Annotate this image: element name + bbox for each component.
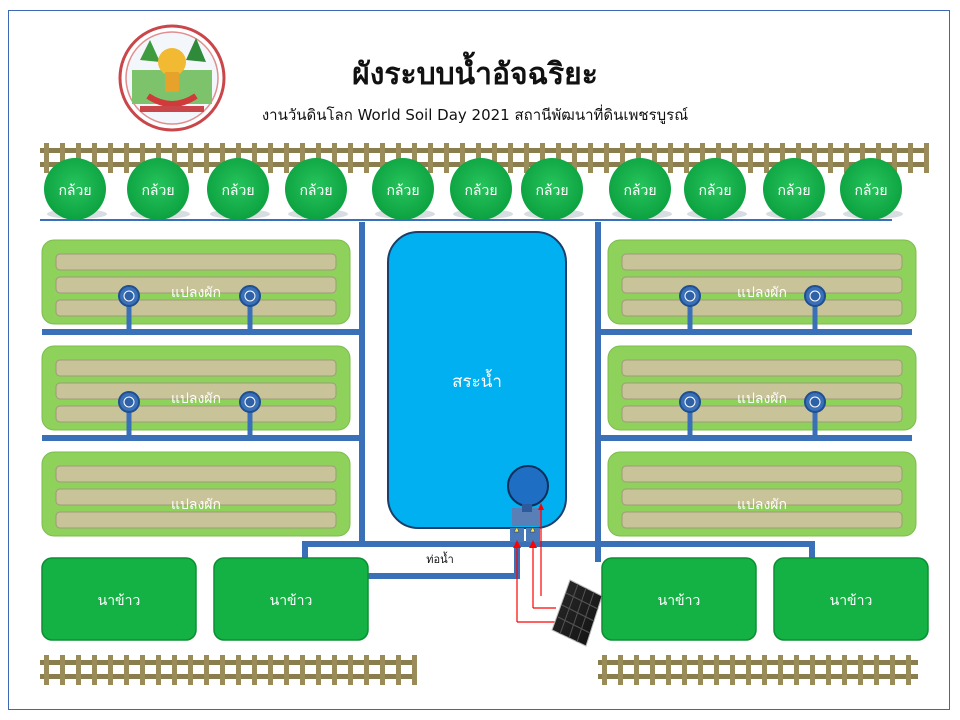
vegetable-plot-label: แปลงผัก [737,391,787,407]
valve-icon [239,391,261,438]
rice-field: นาข้าว [601,557,757,641]
banana-label: กล้วย [58,183,91,199]
rice-field-label: นาข้าว [98,593,141,609]
banana-tree: กล้วย [840,158,903,220]
banana-label: กล้วย [386,183,419,199]
banana-label: กล้วย [141,183,174,199]
pond: สระน้ำ [387,231,567,529]
vegetable-plot-label: แปลงผัก [737,497,787,513]
vegetable-plot-label: แปลงผัก [171,285,221,301]
wiring [510,503,556,623]
valve-icon [239,285,261,332]
banana-tree: กล้วย [763,158,826,220]
rice-field: นาข้าว [773,557,929,641]
banana-tree: กล้วย [450,158,513,220]
rice-field-label: นาข้าว [830,593,873,609]
banana-label: กล้วย [777,183,810,199]
logo-seal [118,24,226,132]
vegetable-plot-label: แปลงผัก [171,391,221,407]
bottom-left-fence [40,655,417,685]
rice-field: นาข้าว [213,557,369,641]
vegetable-plot: แปลงผัก [41,239,351,332]
rice-fields: นาข้าว นาข้าว นาข้าว นาข้าว [41,557,929,641]
valve-icon [118,285,140,332]
pipe-label: ท่อน้ำ [426,551,454,566]
banana-tree: กล้วย [127,158,190,220]
page-subtitle: งานวันดินโลก World Soil Day 2021 สถานีพั… [262,104,688,124]
vegetable-plot: แปลงผัก [607,345,917,438]
banana-tree: กล้วย [684,158,747,220]
banana-label: กล้วย [698,183,731,199]
rice-field-label: นาข้าว [658,593,701,609]
page-title: ผังระบบน้ำอัจฉริยะ [352,51,598,92]
banana-label: กล้วย [623,183,656,199]
rice-field-label: นาข้าว [270,593,313,609]
banana-label: กล้วย [854,183,887,199]
solar-panel-icon [551,579,603,647]
valve-icon [804,285,826,332]
vegetable-plot: แปลงผัก [607,239,917,332]
vegetable-plots: แปลงผักแปลงผักแปลงผักแปลงผักแปลงผักแปลงผ… [41,239,917,537]
banana-tree: กล้วย [372,158,435,220]
banana-tree: กล้วย [521,158,584,220]
pipe-network [42,222,912,579]
banana-label: กล้วย [535,183,568,199]
banana-label: กล้วย [464,183,497,199]
valve-icon [804,391,826,438]
vegetable-plot: แปลงผัก [41,345,351,438]
valve-icon [679,285,701,332]
banana-tree: กล้วย [207,158,270,220]
pond-label: สระน้ำ [452,369,502,392]
valve-icon [118,391,140,438]
valve-icon [679,391,701,438]
rice-field: นาข้าว [41,557,197,641]
vegetable-plot: แปลงผัก [607,451,917,537]
banana-tree: กล้วย [44,158,107,220]
banana-label: กล้วย [221,183,254,199]
banana-label: กล้วย [299,183,332,199]
vegetable-plot: แปลงผัก [41,451,351,537]
water-pump-icon [507,465,549,526]
diagram-frame [8,10,950,710]
vegetable-plot-label: แปลงผัก [737,285,787,301]
banana-tree: กล้วย [285,158,348,220]
banana-tree: กล้วย [609,158,672,220]
bottom-right-fence [598,655,918,685]
vegetable-plot-label: แปลงผัก [171,497,221,513]
banana-row: กล้วย กล้วย กล้วย กล้วย กล้วย กล้วย กล้วย กล้วย… [44,158,903,220]
